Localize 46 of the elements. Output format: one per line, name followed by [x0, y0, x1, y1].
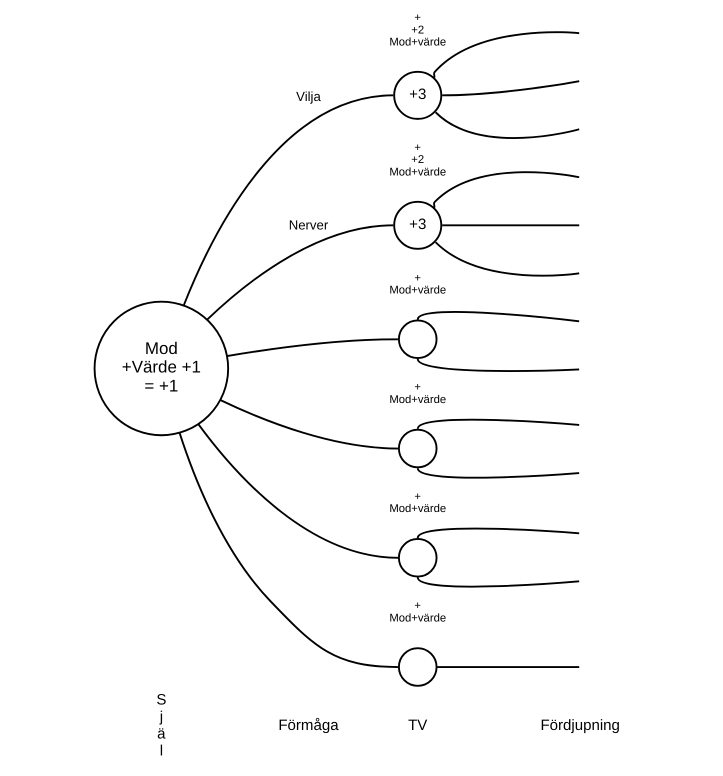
node-label: Mod+värde [389, 166, 446, 178]
label: TV [408, 716, 428, 734]
node-circle [398, 538, 438, 578]
node-circle [398, 319, 438, 360]
connector [417, 528, 580, 539]
connector [417, 468, 580, 479]
node-label: + [414, 600, 422, 612]
node-label: Mod+värde [389, 36, 446, 49]
connector [442, 80, 580, 96]
connector [432, 31, 580, 79]
edge-label: Vilja [296, 89, 321, 104]
connector [432, 171, 580, 209]
connector [220, 399, 398, 450]
node-circle: +3 [393, 70, 442, 120]
connector [438, 666, 580, 668]
node-label: Mod+värde [389, 394, 446, 406]
label: Fördjupning [540, 716, 620, 734]
connector [442, 224, 580, 226]
connector [226, 338, 398, 357]
node-label: + [414, 12, 422, 24]
connector [417, 358, 580, 372]
node-label: Mod+värde [389, 612, 446, 624]
connector [178, 432, 398, 668]
connector [417, 576, 580, 588]
node-circle [398, 428, 438, 468]
connector [417, 311, 580, 322]
connector [197, 423, 398, 559]
node-circle: +3 [393, 200, 442, 250]
connector [417, 418, 580, 430]
node-label: + [414, 272, 422, 284]
node-label: Mod+värde [389, 503, 446, 516]
connector [206, 224, 394, 320]
node-label: +2 [411, 154, 424, 166]
node-circle [398, 647, 438, 687]
edge-label: Nerver [288, 217, 328, 232]
node-circle: Mod +Värde +1 = +1 [94, 300, 230, 436]
node-label: + [414, 490, 422, 503]
node-label: Mod+värde [389, 284, 446, 297]
node-label: +2 [411, 24, 424, 36]
node-label: + [414, 142, 422, 154]
label: Förmåga [278, 716, 339, 734]
label: Själ [156, 692, 166, 760]
connector [435, 242, 580, 277]
connector [182, 94, 394, 306]
connector [435, 112, 580, 139]
node-label: + [414, 382, 422, 394]
